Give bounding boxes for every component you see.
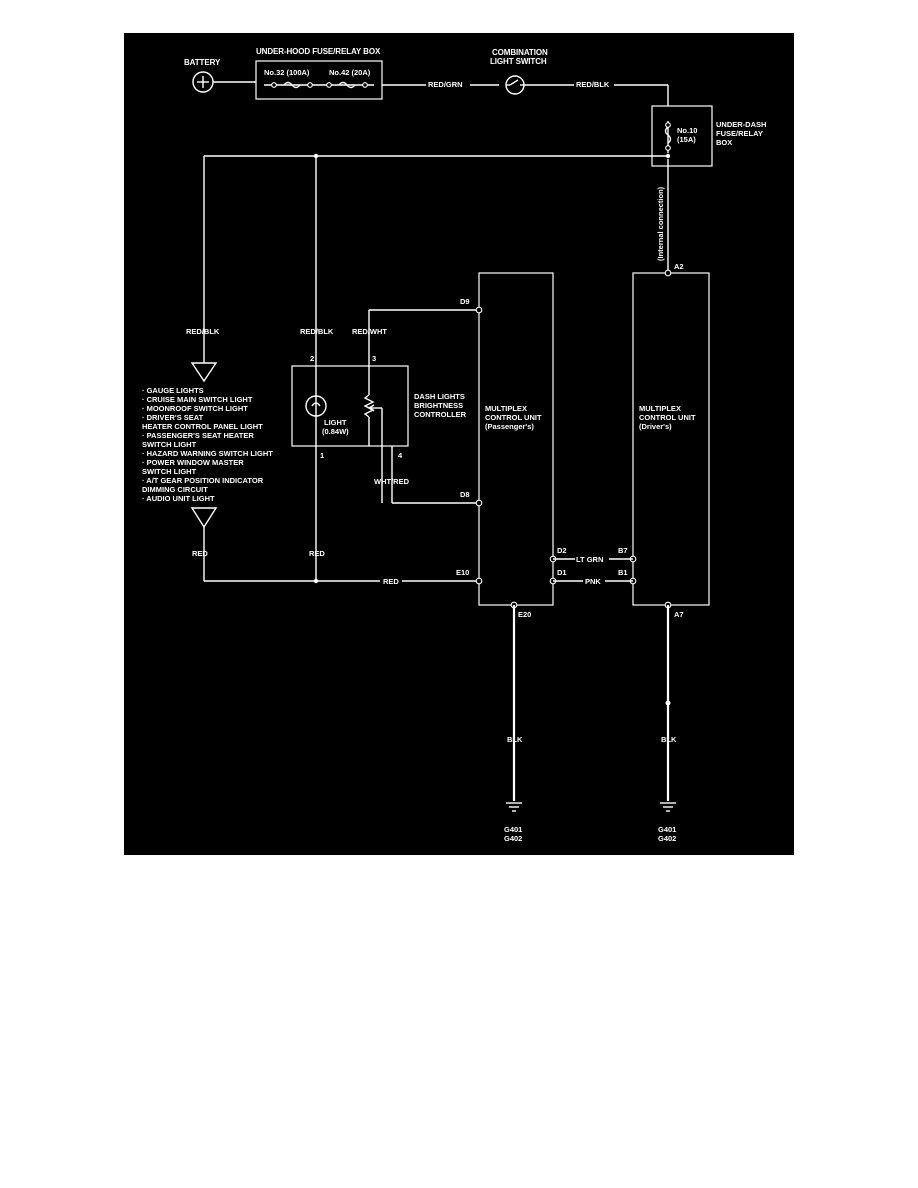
pin-a7: A7 [674,610,684,619]
under-dash-label-1: UNDER-DASH [716,120,766,129]
lights-list-item: · AUDIO UNIT LIGHT [142,494,215,503]
wiring-diagram-svg: BATTERY UNDER-HOOD FUSE/RELAY BOX No.32 … [142,47,766,843]
connector-triangle-bottom [190,507,218,529]
combination-switch-line1: COMBINATION [492,48,548,57]
mcu-passenger [475,272,557,609]
lights-list-item: HEATER CONTROL PANEL LIGHT [142,422,263,431]
pin-a2: A2 [674,262,684,271]
pin-e10: E10 [456,568,469,577]
controller-pin-1: 1 [320,451,324,460]
ground-right-g402: G402 [658,834,676,843]
wire-label-red-bottom: RED [383,577,399,586]
dash-lights-controller [291,365,409,503]
pin-e20: E20 [518,610,531,619]
light-bulb-icon [305,395,327,417]
lights-list-item: · POWER WINDOW MASTER [142,458,244,467]
controller-pin-3: 3 [372,354,376,363]
battery-label: BATTERY [184,58,221,67]
ground-left-icon [506,802,522,812]
mcu-driver-label-2: CONTROL UNIT [639,413,696,422]
wire-label-red-blk-left: RED/BLK [186,327,220,336]
wire-label-pnk: PNK [585,577,601,586]
wire-label-lt-grn: LT GRN [576,555,603,564]
pin-d1: D1 [557,568,567,577]
under-hood-box-label: UNDER-HOOD FUSE/RELAY BOX [256,47,381,56]
under-hood-fuse-box [255,60,383,100]
wiring-diagram: BATTERY UNDER-HOOD FUSE/RELAY BOX No.32 … [124,33,794,855]
controller-label-3: CONTROLLER [414,410,467,419]
fuse-no10-label: No.10 [677,126,697,135]
controller-label-2: BRIGHTNESS [414,401,463,410]
mcu-passenger-label-1: MULTIPLEX [485,404,527,413]
battery-symbol [192,71,214,93]
lights-list-item: · HAZARD WARNING SWITCH LIGHT [142,449,273,458]
mcu-passenger-label-3: (Passenger's) [485,422,534,431]
pin-b7: B7 [618,546,628,555]
wire-label-red-wht: RED/WHT [352,327,387,336]
lights-list-item: DIMMING CIRCUIT [142,485,208,494]
pin-d9: D9 [460,297,470,306]
controller-pin-2: 2 [310,354,314,363]
controller-light-rating: (0.84W) [322,427,349,436]
lights-list: · GAUGE LIGHTS · CRUISE MAIN SWITCH LIGH… [142,386,273,503]
wire-label-blk-left: BLK [507,735,523,744]
lights-list-item: · A/T GEAR POSITION INDICATOR [142,476,264,485]
controller-pin-4: 4 [398,451,403,460]
internal-connection-label: (Internal connection) [656,186,665,261]
mcu-driver-label-1: MULTIPLEX [639,404,681,413]
lights-list-item: SWITCH LIGHT [142,467,197,476]
wire-label-red-mid: RED [309,549,325,558]
ground-right-icon [660,802,676,812]
lights-list-item: · PASSENGER'S SEAT HEATER [142,431,254,440]
lights-list-item: · DRIVER'S SEAT [142,413,204,422]
mcu-passenger-label-2: CONTROL UNIT [485,413,542,422]
connector-triangle-top [190,362,218,383]
controller-label-1: DASH LIGHTS [414,392,465,401]
wire-label-blk-right: BLK [661,735,677,744]
mcu-driver [629,269,710,609]
ground-left-g401: G401 [504,825,522,834]
wire-label-red-grn: RED/GRN [428,80,463,89]
under-dash-label-3: BOX [716,138,732,147]
wire-label-red-blk-mid: RED/BLK [300,327,334,336]
mcu-driver-label-3: (Driver's) [639,422,672,431]
fuse-no42-label: No.42 (20A) [329,68,371,77]
ground-right-g401: G401 [658,825,676,834]
pin-d8: D8 [460,490,470,499]
pin-d2: D2 [557,546,567,555]
combination-switch-line2: LIGHT SWITCH [490,57,547,66]
ground-left-g402: G402 [504,834,522,843]
fuse-no32-label: No.32 (100A) [264,68,310,77]
under-dash-label-2: FUSE/RELAY [716,129,763,138]
potentiometer-icon [363,394,375,418]
wire-label-red-left: RED [192,549,208,558]
lights-list-item: · CRUISE MAIN SWITCH LIGHT [142,395,253,404]
lights-list-item: · MOONROOF SWITCH LIGHT [142,404,248,413]
fuse-no10-rating: (15A) [677,135,696,144]
wire-label-wht-red: WHT/RED [374,477,410,486]
combination-light-switch [505,75,525,95]
lights-list-item: · GAUGE LIGHTS [142,386,204,395]
controller-light-label: LIGHT [324,418,347,427]
lights-list-item: SWITCH LIGHT [142,440,197,449]
pin-b1: B1 [618,568,628,577]
wire-label-red-blk-top: RED/BLK [576,80,610,89]
